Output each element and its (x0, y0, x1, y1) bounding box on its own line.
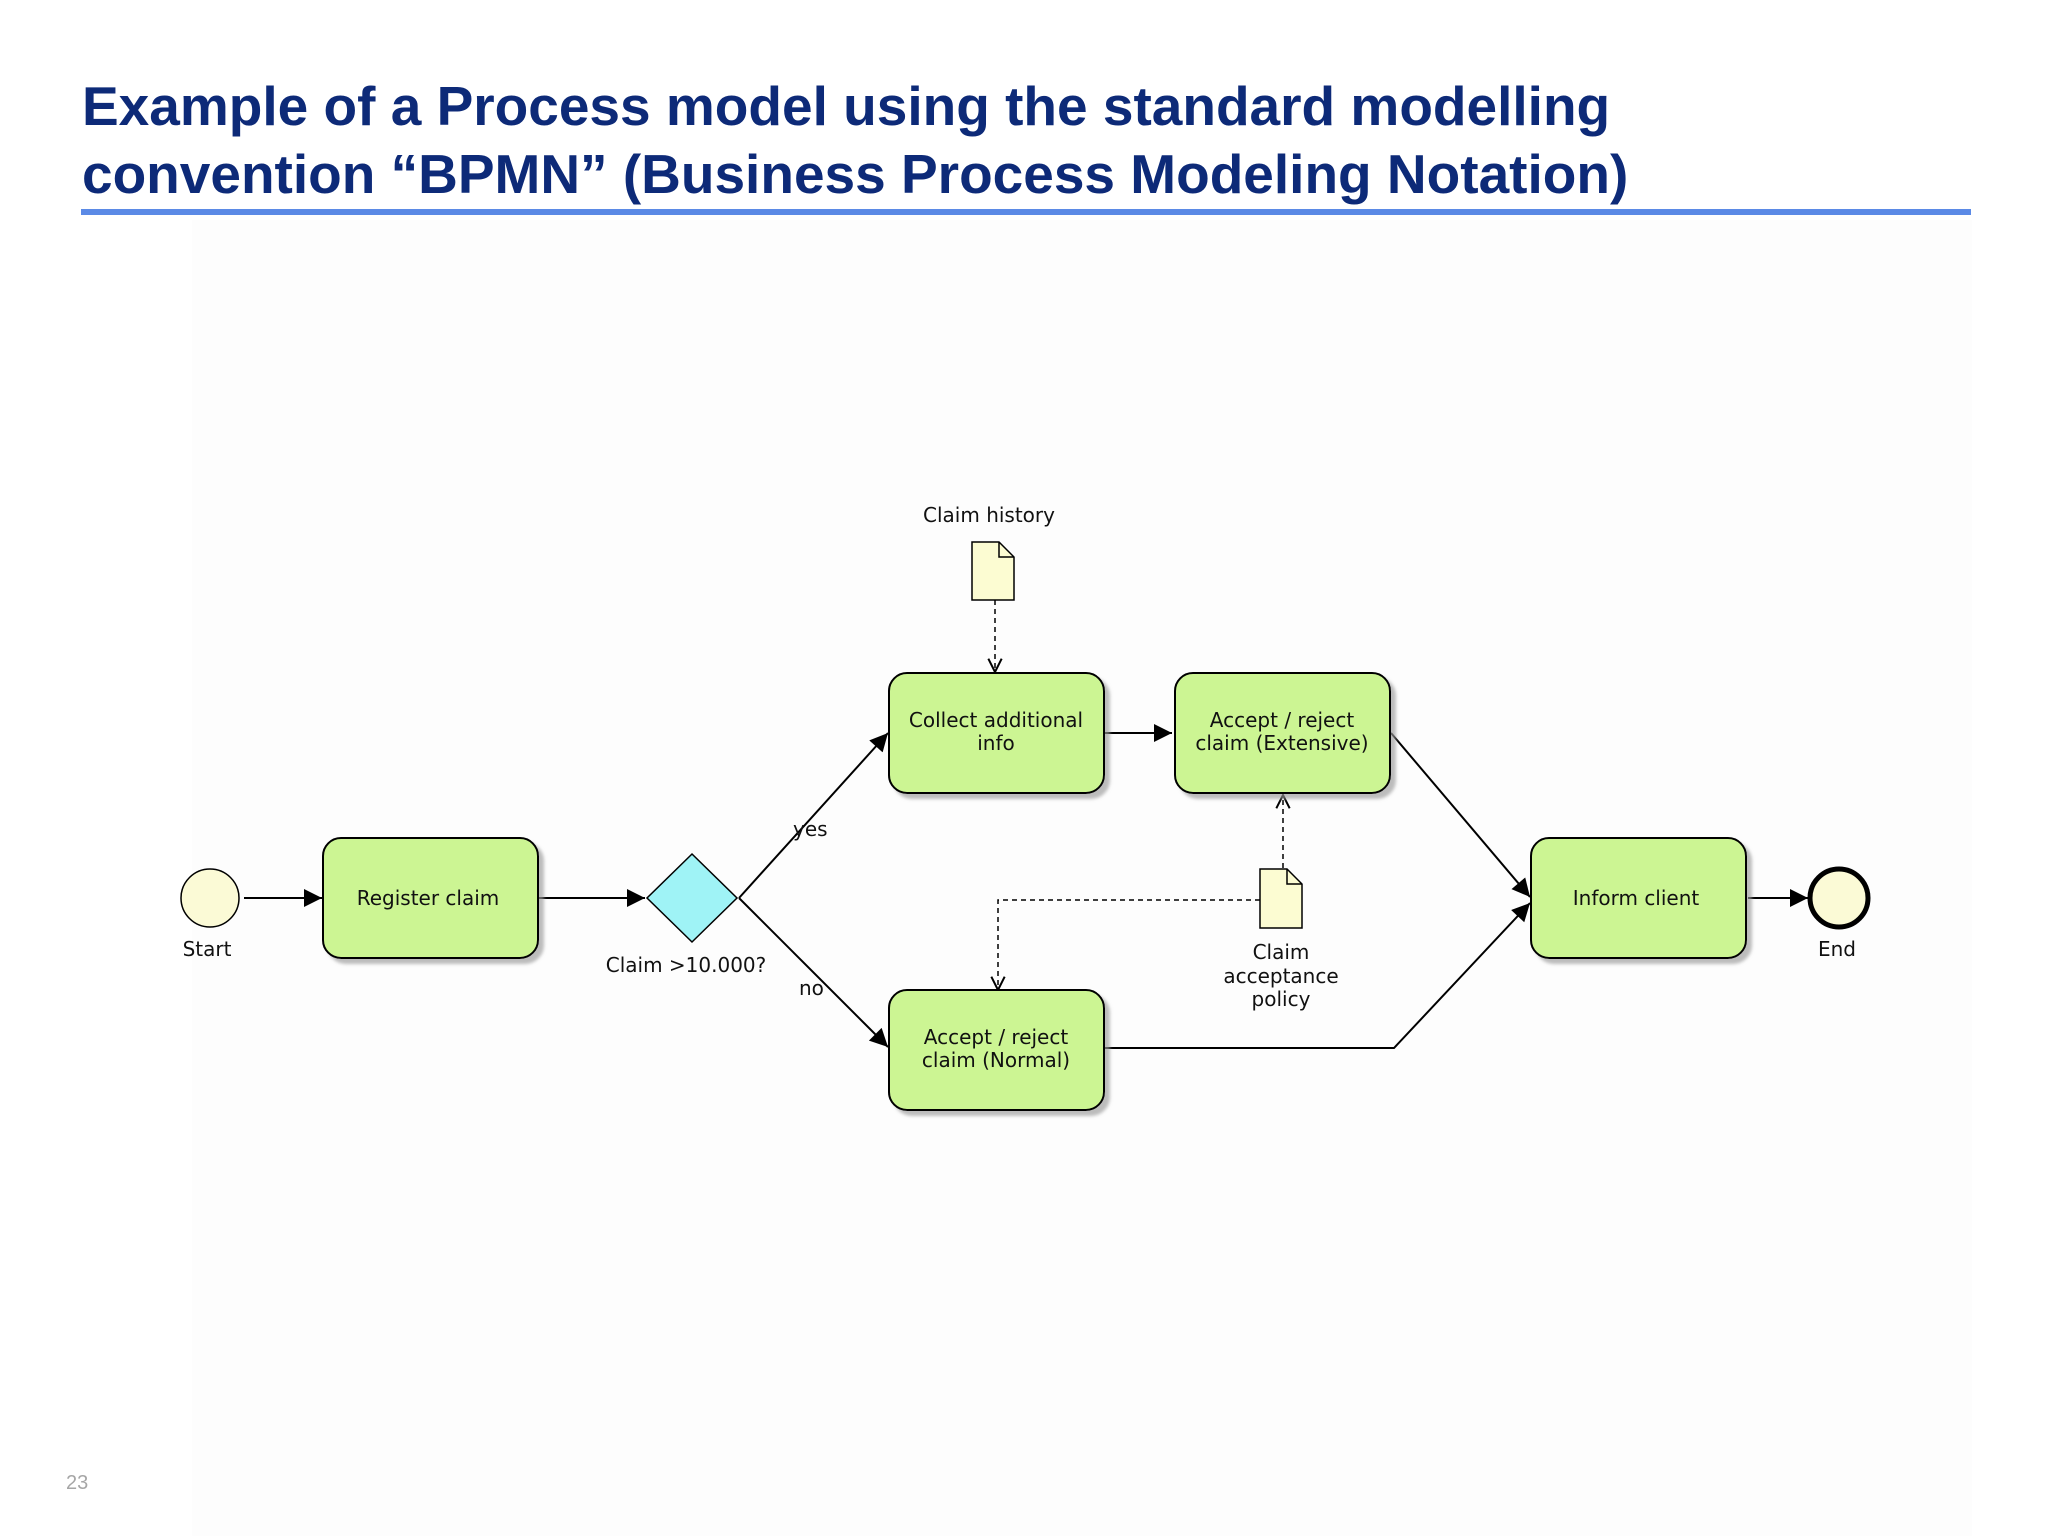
task-normal-label-line-1: Accept / reject (924, 1025, 1069, 1049)
flow-yes-label: yes (793, 817, 828, 841)
flow-yes (738, 732, 889, 899)
task-collect-label-line-1: Collect additional (909, 708, 1083, 732)
start-event[interactable] (180, 868, 240, 928)
slide-title: Example of a Process model using the sta… (82, 72, 1962, 208)
task-extensive-label-line-2: claim (Extensive) (1195, 731, 1368, 755)
task-normal-label-line-2: claim (Normal) (922, 1048, 1070, 1072)
document-policy-label-line-1: Claim (1253, 940, 1310, 964)
document-claim-acceptance-policy[interactable] (1259, 868, 1303, 929)
document-policy-label-line-3: policy (1252, 987, 1311, 1011)
association-policy-to-normal (998, 899, 1260, 990)
document-claim-history-label: Claim history (923, 503, 1055, 527)
document-policy-label-line-2: acceptance (1223, 964, 1338, 988)
task-accept-reject-extensive[interactable]: Accept / reject claim (Extensive) (1174, 672, 1391, 794)
flow-no (738, 897, 889, 1048)
end-event[interactable] (1807, 866, 1871, 930)
title-underline (81, 209, 1971, 215)
task-collect-additional-info[interactable]: Collect additional info (888, 672, 1105, 794)
task-register-claim[interactable]: Register claim (322, 837, 539, 959)
task-register-claim-label: Register claim (357, 886, 500, 910)
end-label: End (1818, 937, 1856, 961)
page-number: 23 (66, 1472, 89, 1494)
start-label: Start (183, 937, 232, 961)
gateway-claim-size[interactable] (645, 852, 739, 944)
gateway-label: Claim >10.000? (606, 953, 767, 977)
task-inform-client-label: Inform client (1573, 886, 1700, 910)
flow-normal-to-inform (1105, 902, 1531, 1049)
slide-title-line-2: convention “BPMN” (Business Process Mode… (82, 143, 1629, 205)
flow-extensive-to-inform (1390, 732, 1531, 898)
task-extensive-label-line-1: Accept / reject (1210, 708, 1355, 732)
document-claim-history[interactable] (971, 541, 1015, 601)
slide-title-line-1: Example of a Process model using the sta… (82, 75, 1611, 137)
flow-no-label: no (799, 976, 824, 1000)
task-accept-reject-normal[interactable]: Accept / reject claim (Normal) (888, 989, 1105, 1111)
task-inform-client[interactable]: Inform client (1530, 837, 1747, 959)
task-collect-label-line-2: info (977, 731, 1015, 755)
